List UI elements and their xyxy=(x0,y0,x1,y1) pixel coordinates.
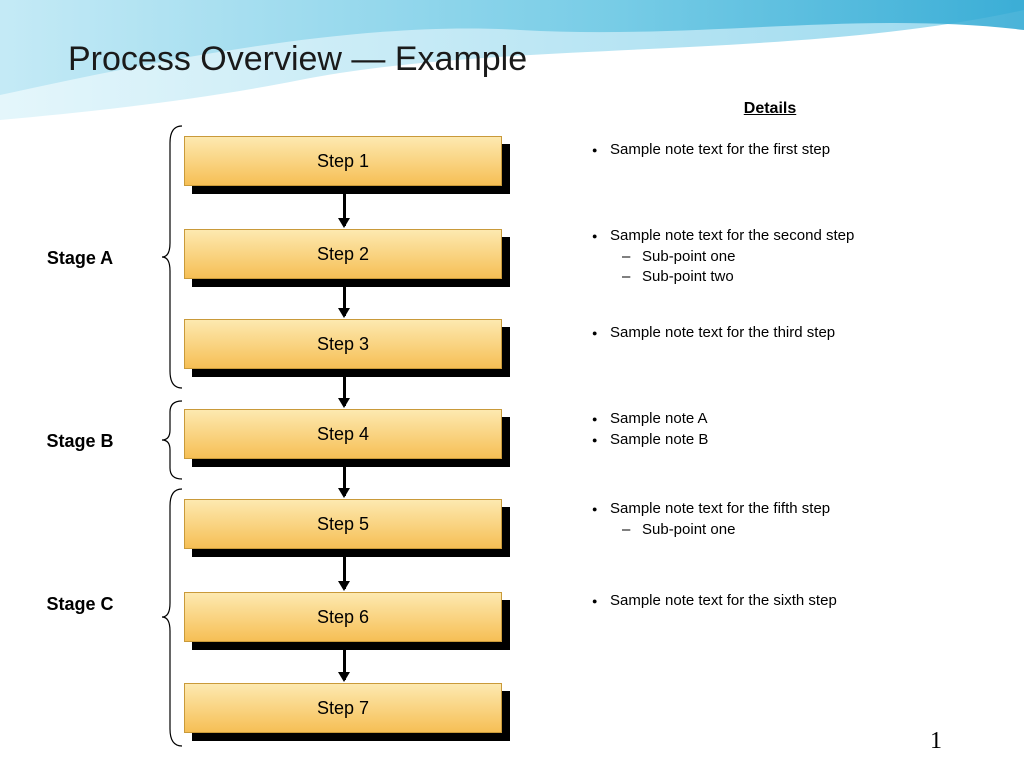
note-bullet: Sample note text for the first step xyxy=(590,140,1010,161)
flow-arrow-6 xyxy=(338,648,350,682)
notes-step-5: Sample note text for the fifth step Sub-… xyxy=(590,499,1010,540)
notes-step-6: Sample note text for the sixth step xyxy=(590,591,1010,612)
flow-arrow-2 xyxy=(338,285,350,318)
step-6-label: Step 6 xyxy=(316,606,370,627)
flow-arrow-3 xyxy=(338,375,350,408)
stage-c-brace xyxy=(161,488,183,747)
note-sub-item: Sub-point one xyxy=(590,247,1010,268)
note-bullet: Sample note text for the second step xyxy=(590,226,1010,247)
notes-step-4: Sample note A Sample note B xyxy=(590,409,1010,450)
step-4-label: Step 4 xyxy=(316,423,370,444)
step-3-box: Step 3 xyxy=(184,319,502,369)
notes-step-3: Sample note text for the third step xyxy=(590,323,1010,344)
stage-label-a: Stage A xyxy=(46,248,114,268)
stage-b-brace xyxy=(161,400,183,480)
step-2-box: Step 2 xyxy=(184,229,502,279)
note-sub-item: Sub-point one xyxy=(590,520,1010,541)
note-bullet: Sample note text for the sixth step xyxy=(590,591,1010,612)
step-3-label: Step 3 xyxy=(316,333,370,354)
step-1-label: Step 1 xyxy=(316,150,370,171)
step-5-box: Step 5 xyxy=(184,499,502,549)
step-7-label: Step 7 xyxy=(316,697,370,718)
notes-step-2: Sample note text for the second step Sub… xyxy=(590,226,1010,288)
flow-arrow-5 xyxy=(338,555,350,591)
note-bullet: Sample note B xyxy=(590,430,1010,451)
stage-label-b: Stage B xyxy=(46,431,114,451)
column-heading: Details xyxy=(743,100,797,117)
header-swoosh-decoration xyxy=(0,0,1024,120)
notes-step-1: Sample note text for the first step xyxy=(590,140,1010,161)
stage-label-c: Stage C xyxy=(46,594,114,614)
stage-a-brace xyxy=(161,125,183,389)
step-4-box: Step 4 xyxy=(184,409,502,459)
step-7-box: Step 7 xyxy=(184,683,502,733)
page-number: 1 xyxy=(930,728,942,754)
step-5-label: Step 5 xyxy=(316,513,370,534)
step-2-label: Step 2 xyxy=(316,243,370,264)
note-sub-item: Sub-point two xyxy=(590,267,1010,288)
note-bullet: Sample note text for the third step xyxy=(590,323,1010,344)
note-bullet: Sample note A xyxy=(590,409,1010,430)
slide-title: Process Overview — Example xyxy=(68,40,528,78)
step-1-box: Step 1 xyxy=(184,136,502,186)
note-bullet: Sample note text for the fifth step xyxy=(590,499,1010,520)
flow-arrow-1 xyxy=(338,192,350,228)
flow-arrow-4 xyxy=(338,465,350,498)
step-6-box: Step 6 xyxy=(184,592,502,642)
